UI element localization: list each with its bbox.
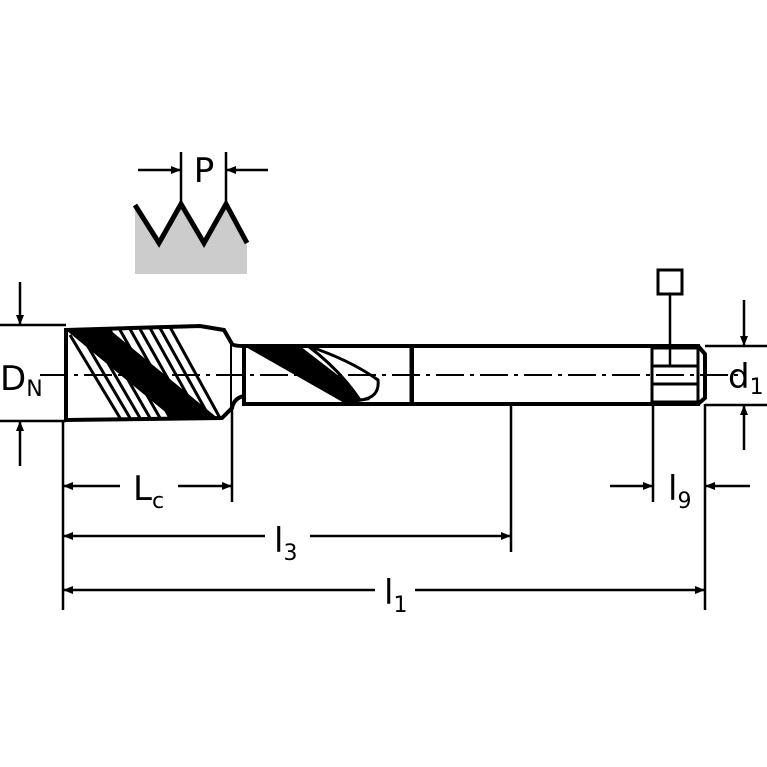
tap-body — [40, 323, 740, 423]
pitch-label: P — [194, 151, 215, 191]
l9-label: l9 — [668, 469, 691, 514]
dn-label: DN — [0, 359, 43, 402]
l3-label: l3 — [274, 521, 297, 566]
length-extension-lines — [61, 404, 707, 610]
d1-label: d1 — [728, 357, 764, 400]
l1-label: l1 — [384, 573, 407, 618]
d1-dimension: d1 — [705, 300, 767, 450]
dn-dimension: DN — [0, 282, 66, 466]
thread-profile-shape — [135, 204, 247, 274]
square-symbol — [656, 268, 684, 366]
thread-profile-detail: P — [132, 151, 268, 274]
thread-profile-outline — [132, 198, 250, 249]
l3-dimension: l3 — [63, 521, 511, 566]
lc-label: Lc — [133, 469, 164, 514]
flute-2 — [307, 344, 380, 402]
lc-dimension: Lc — [63, 469, 232, 514]
l9-dimension: l9 — [610, 469, 750, 514]
l1-dimension: l1 — [63, 573, 705, 618]
